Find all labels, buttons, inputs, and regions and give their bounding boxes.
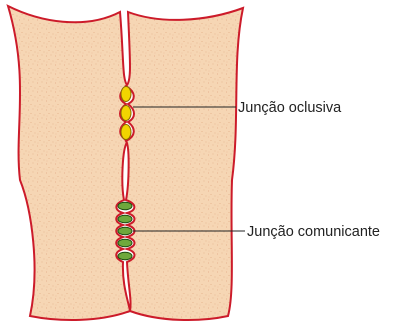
tight-junction-group	[121, 87, 131, 140]
gap-junction-label: Junção comunicante	[247, 224, 380, 240]
gap-junction-channel	[118, 215, 132, 223]
tight-junction-protein	[121, 87, 131, 102]
tight-junction-label: Junção oclusiva	[238, 100, 342, 116]
tight-junction-protein	[121, 106, 131, 121]
left-cell	[8, 6, 130, 320]
right-cell	[126, 8, 243, 320]
tight-junction-protein	[121, 125, 131, 140]
gap-junction-channel	[118, 227, 132, 235]
gap-junction-channel	[118, 202, 132, 210]
gap-junction-channel	[118, 252, 132, 260]
gap-junction-channel	[118, 239, 132, 247]
